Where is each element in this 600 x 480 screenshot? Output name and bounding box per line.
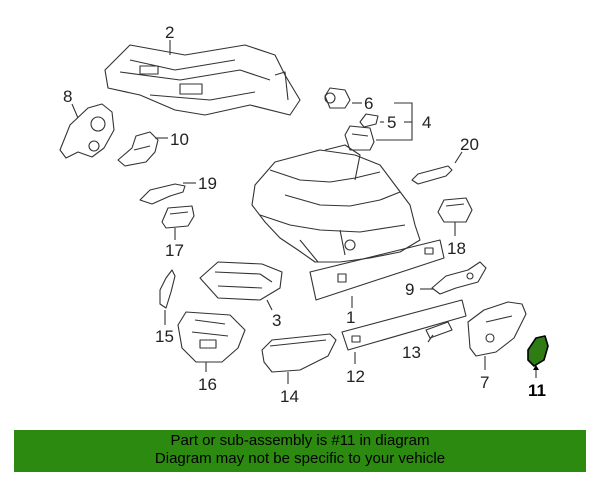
callout-10: 10 [170,130,189,149]
part-3-cushion-pan [199,261,283,301]
callout-4: 4 [422,113,431,132]
part-2-seat-track [104,44,301,116]
part-4-switch-housing [344,125,375,151]
callout-18: 18 [447,239,466,258]
part-15-bracket [159,269,176,309]
callout-14: 14 [280,387,299,406]
part-5-switch [359,113,379,128]
part-14-trim-panel [261,333,337,373]
part-18-cover [437,197,473,223]
callout-1: 1 [346,308,355,327]
part-10-bracket [117,131,159,167]
banner-line-2: Diagram may not be specific to your vehi… [154,450,446,467]
part-8-recliner-cover [59,103,115,159]
part-11-highlighted [527,335,549,367]
part-13-plate [425,321,453,339]
callout-8: 8 [63,87,72,106]
part-9-lever [431,261,487,295]
info-banner: Part or sub-assembly is #11 in diagram D… [14,430,586,472]
banner-line-1: Part or sub-assembly is #11 in diagram [170,432,430,449]
parts-diagram: 2 8 10 19 17 6 5 4 20 18 9 1 3 15 13 12 … [59,23,549,406]
callout-17: 17 [165,241,184,260]
callout-19: 19 [198,174,217,193]
callout-3: 3 [272,311,281,330]
callout-12: 12 [346,367,365,386]
part-6-motor [324,87,351,109]
callout-7: 7 [480,373,489,392]
callout-5: 5 [387,113,396,132]
callout-9: 9 [405,280,414,299]
callout-16: 16 [198,375,217,394]
callout-6: 6 [364,94,373,113]
callout-15: 15 [155,327,174,346]
callout-13: 13 [402,343,421,362]
part-20-bar [411,165,453,185]
callout-11: 11 [528,381,546,400]
part-12-rail-cover [341,299,467,351]
callout-20: 20 [460,135,479,154]
part-19-trim-strip [139,183,186,205]
part-11-shape [527,335,549,367]
part-1-seat-frame [251,144,445,301]
part-17-bracket [161,205,195,229]
part-7-side-cover [467,301,527,357]
part-16-side-shield [177,311,246,363]
callout-2: 2 [165,23,174,42]
